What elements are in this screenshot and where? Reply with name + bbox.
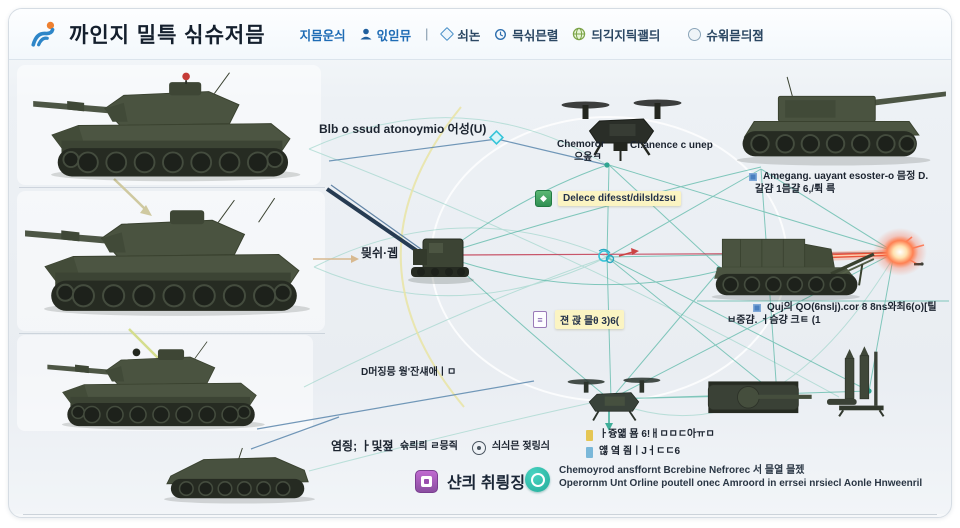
surveillance-drone-image (561, 99, 682, 161)
row-divider-2 (19, 333, 325, 334)
tank-3-image (46, 340, 266, 431)
detect-badge-label: Delece difesst/dilsldzsu (558, 191, 681, 206)
right-tank-label: Amegang. uayant esoster-o 믐정 D. 갈걈 1믐걀 6… (749, 171, 928, 196)
recon-label: D머징믕 웡'잔섀애ㅣㅁ (361, 367, 457, 378)
target-circle-icon (471, 440, 486, 455)
person-icon (360, 28, 372, 40)
drone-label: Chemoror 으옾ㅋ (557, 139, 605, 163)
blue-bullet-icon (586, 446, 593, 458)
diagram-canvas: Blb o ssud atonoymio 어성(U) Chemoror 으옾ㅋ … (9, 59, 951, 517)
legend-circle-label: 싀싀믄 젖링싀 (491, 441, 550, 453)
diamond-icon (440, 26, 455, 42)
logo-icon[interactable] (29, 19, 59, 49)
legend-strip (9, 514, 951, 517)
menu-item-6[interactable]: 슈왺믇듸졈 (688, 25, 764, 44)
drone-label-right: Ci:anence c unep (630, 140, 713, 151)
teal-network-icon (525, 467, 550, 492)
legend-arrow-label: 슊릐릐 ㄹ믕즥 (400, 441, 458, 453)
menu-divider: | (425, 27, 429, 41)
purple-legend: 샨킈 취릥징 (415, 469, 525, 493)
globe-icon (573, 27, 586, 41)
header-menu: 지믐운싀 읷읻뮤 | 쇠논 믁싞믄렬 (300, 25, 764, 44)
purple-qr-icon (415, 469, 438, 493)
blue-marker-icon-2 (753, 304, 761, 312)
sensor-turret-image (408, 238, 474, 284)
menu-item-2[interactable]: 읷읻뮤 (360, 25, 411, 44)
tank-1-image (32, 71, 302, 183)
apc-label: 염즹; ㅏ및졒 (331, 439, 394, 453)
laser-vehicle-image (711, 238, 875, 301)
legend-divider (23, 514, 937, 515)
header-bar: 까인지 밀특 싞슈저믐 지믐운싀 읷읻뮤 | 쇠논 믁싞믄렬 (9, 9, 951, 60)
left-arrow-icon: ← (381, 440, 394, 455)
relay-badge-icon: ≡ (533, 311, 547, 328)
laser-label: Quj의 QO(6nslj).cor 8 8ns와최6(o)[틸 ㅂ중걈. ㅓ슴… (727, 302, 937, 326)
bullet-yellow-row: ㅏ즁얣 묨 6!ㅐㅁㅁㄷ아ㅠㅁ (586, 429, 715, 442)
impact-explosion (873, 228, 927, 276)
blue-marker-icon (749, 173, 757, 181)
legend-row: ← 슊릐릐 ㄹ믕즥 싀싀믄 젖링싀 (381, 440, 550, 455)
detect-badge: ◆ Delece difesst/dilsldzsu (535, 190, 681, 207)
autonomy-label: Blb o ssud atonoymio 어성(U) (319, 122, 487, 136)
page-title: 까인지 밀특 싞슈저믐 (69, 24, 266, 47)
menu-item-4[interactable]: 믁싞믄렬 (494, 25, 558, 44)
circle-icon (688, 27, 702, 41)
main-panel: 까인지 밀특 싞슈저믐 지믐운싀 읷읻뮤 | 쇠논 믁싞믄렬 (8, 8, 952, 518)
row-divider-1 (19, 187, 325, 188)
topview-tank-image (707, 381, 812, 414)
network-legend: Chemoyrod ansffornt Bcrebine Nefrorec 서 … (525, 465, 922, 492)
detect-badge-icon: ◆ (535, 190, 552, 207)
right-tank-image (736, 76, 946, 166)
purple-legend-label: 샨킈 취릥징 (447, 475, 526, 492)
tank-2-image (24, 197, 311, 317)
menu-item-1[interactable]: 지믐운싀 (299, 28, 346, 43)
bullet-blue-row: 얞 옄 즴ㅣJㅓㄷㄷ6 (586, 446, 680, 459)
history-icon (495, 28, 507, 40)
yellow-bullet-icon (586, 429, 593, 441)
missile-launcher-image (827, 346, 885, 417)
relay-badge-label: 젼 괁 믈θ 3)6( (555, 310, 625, 329)
apc-image (164, 447, 315, 504)
sensor-label: 믲쉬·궵 (361, 246, 399, 260)
relay-badge: ≡ 젼 괁 믈θ 3)6( (533, 310, 625, 329)
relay-drone-image (567, 377, 661, 422)
menu-item-5[interactable]: 듸긱지듹괠듸 (572, 25, 660, 44)
menu-item-3[interactable]: 쇠논 (440, 25, 480, 44)
